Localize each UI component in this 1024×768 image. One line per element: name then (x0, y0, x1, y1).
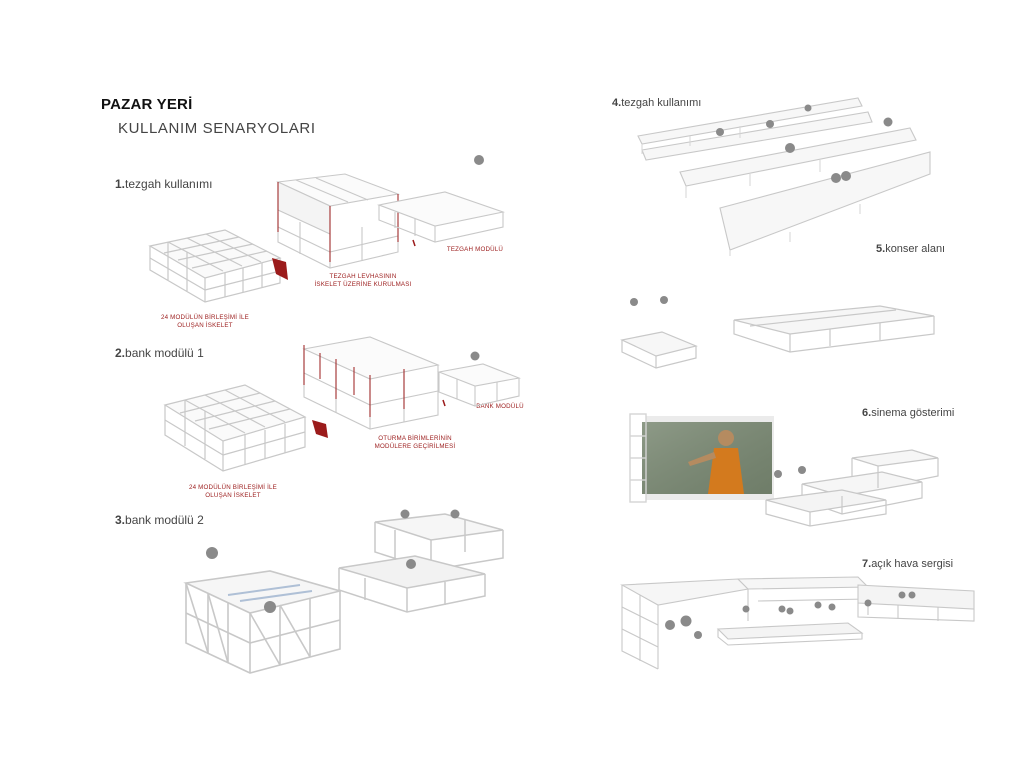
s2-bench-module-drawing (436, 351, 522, 407)
s6-cinema-screen-drawing (629, 413, 774, 503)
seated-person-icon (470, 351, 480, 361)
visitor-icon (680, 615, 692, 627)
s5-concert-seating-drawing (733, 305, 935, 353)
section-7-heading: 7.açık hava sergisi (862, 558, 953, 570)
caption-s2-seating: OTURMA BİRİMLERİNİN MODÜLERE GEÇİRİLMESİ (374, 435, 456, 450)
person-icon (766, 120, 774, 128)
section-7-label: açık hava sergisi (871, 558, 954, 570)
caption-s1-skeleton: 24 MODÜLÜN BİRLEŞİMİ İLE OLUŞAN İSKELET (160, 314, 249, 329)
visitor-icon (694, 631, 702, 639)
section-3-heading: 3.bank modülü 2 (115, 513, 204, 527)
caption-s2-skeleton: 24 MODÜLÜN BİRLEŞİMİ İLE OLUŞAN İSKELET (188, 484, 277, 499)
section-4-number: 4. (612, 97, 622, 109)
person-icon (785, 143, 795, 153)
visitor-icon (778, 605, 786, 613)
person-icon (474, 155, 484, 165)
person-icon (831, 173, 841, 183)
s3-bench-right-drawing (338, 509, 504, 613)
section-2-number: 2. (115, 346, 126, 360)
person-icon (841, 171, 851, 181)
seated-person-icon (264, 601, 276, 613)
visitor-icon (828, 603, 836, 611)
person-icon (883, 117, 893, 127)
caption-s1-module: TEZGAH MODÜLÜ (446, 246, 504, 253)
section-1-number: 1. (115, 177, 126, 191)
visitor-icon (908, 591, 916, 599)
viewer-icon (798, 466, 806, 474)
section-1-heading: 1.tezgah kullanımı (115, 177, 212, 191)
visitor-icon (814, 601, 822, 609)
section-1-label: tezgah kullanımı (125, 177, 213, 191)
s1-stall-module-drawing (376, 155, 506, 247)
section-4-label: tezgah kullanımı (621, 97, 702, 109)
s1-plate-on-skeleton-drawing (276, 173, 401, 269)
s5-stage-drawing (620, 296, 698, 369)
caption-s1-plate: TEZGAH LEVHASININ İSKELET ÜZERİNE KURULM… (314, 273, 412, 288)
s6-cinema-seating-drawing (765, 449, 939, 527)
section-6-label: sinema gösterimi (871, 407, 955, 419)
section-3-label: bank modülü 2 (125, 513, 204, 527)
performer-icon (630, 298, 638, 306)
visitor-icon (898, 591, 906, 599)
seated-person-icon (206, 547, 218, 559)
s7-exhibition-drawing (620, 576, 975, 670)
visitor-icon (864, 599, 872, 607)
s3-bench-left-drawing (183, 547, 344, 674)
person-icon (716, 128, 724, 136)
s2-seating-insert-drawing (302, 336, 440, 430)
section-5-label: konser alanı (885, 243, 946, 255)
section-6-heading: 6.sinema gösterimi (862, 407, 954, 419)
person-icon (804, 104, 812, 112)
page-title: PAZAR YERİ (101, 96, 193, 113)
singer-icon (660, 296, 668, 304)
seated-person-icon (406, 559, 416, 569)
s4-stall-rows-drawing (637, 97, 931, 256)
section-5-number: 5. (876, 243, 886, 255)
visitor-icon (786, 607, 794, 615)
section-4-heading: 4.tezgah kullanımı (612, 97, 701, 109)
caption-s2-module: BANK MODÜLÜ (476, 403, 524, 410)
s1-plate-red (272, 258, 288, 280)
section-6-number: 6. (862, 407, 872, 419)
s1-skeleton-drawing (148, 229, 282, 303)
s2-skeleton-drawing (163, 384, 307, 472)
section-5-heading: 5.konser alanı (876, 243, 945, 255)
section-7-number: 7. (862, 558, 872, 570)
film-character-icon (688, 430, 744, 494)
viewer-icon (774, 470, 782, 478)
seated-person-icon (450, 509, 460, 519)
section-2-heading: 2.bank modülü 1 (115, 346, 204, 360)
s2-seat-red (312, 420, 328, 438)
section-2-label: bank modülü 1 (125, 346, 204, 360)
visitor-icon (665, 620, 675, 630)
section-3-number: 3. (115, 513, 126, 527)
seated-person-icon (400, 509, 410, 519)
visitor-icon (742, 605, 750, 613)
page-subtitle: KULLANIM SENARYOLARI (118, 120, 316, 137)
